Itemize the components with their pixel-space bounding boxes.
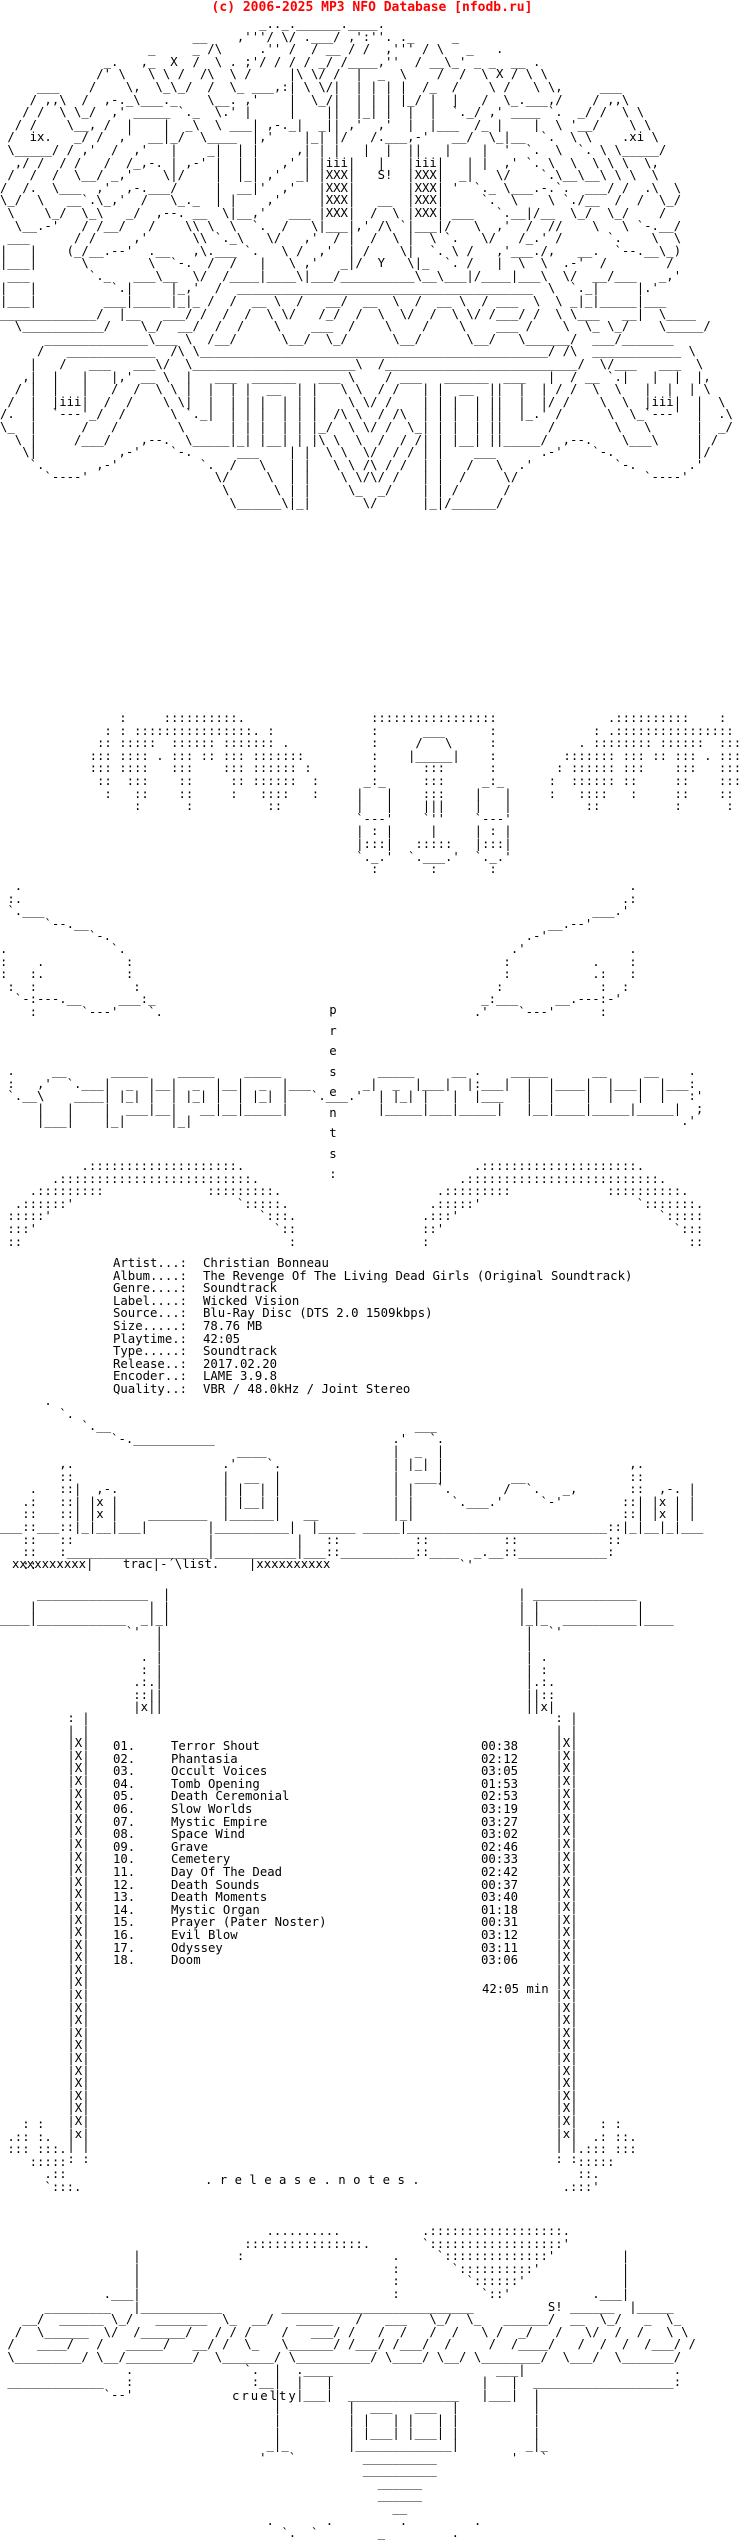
ascii-art-drape: : ::::::::::. ::::::::::::::::: .:::::::… [89,711,744,877]
ascii-art-wings: .::::::::::::::::::::. .::::::::::::::::… [7,1159,704,1249]
info-row-playtime: Playtime.:42:05 [113,1331,241,1346]
info-row-release: Release..:2017.02.20 [113,1356,278,1371]
ascii-art-right-column: : | | | |X| |X| |X| |X| |X| |X| |X| |X| … [555,1711,578,2166]
info-row-encoder: Encoder..:LAME 3.9.8 [113,1369,278,1384]
track-row: 15.Prayer (Pater Noster)00:31 [113,1915,519,1930]
nfo-database-header: (c) 2006-2025 MP3 NFO Database [nfodb.ru… [211,0,533,15]
release-notes-heading: . r e l e a s e . n o t e s . [205,2173,420,2187]
ascii-art-top: _.._.______.____. __ ,'''/ \/ .___/ ,':'… [0,17,733,510]
total-playtime: 42:05 min [482,1982,549,1996]
ascii-art-tracklist-box: _______________ | | ______________ | | |… [0,1587,674,1715]
cruelty-label: cruelty [232,2389,298,2403]
ascii-art-tracklist-frame: . `. `.__ ___ `-.___________ .' `. ____ … [0,1394,704,1572]
ascii-art-pro-row: . __ _____ _____ _____ _____ __ . _____ … [7,1064,704,1129]
info-row-label: Label....:Wicked Vision [113,1293,300,1308]
release-info: Artist...:Christian Bonneau Album....:Th… [113,1257,632,1396]
tracklist-heading: xxxxxxxxxx| trac|-´\list. |xxxxxxxxxx [12,1557,331,1571]
presents-vertical-text: p r e s e n t s : [329,1003,337,1181]
ascii-art-presents-frame: . . :. .: `.___ [0,879,637,1019]
info-row-artist: Artist...:Christian Bonneau [113,1256,329,1270]
info-row-album: Album....:The Revenge Of The Living Dead… [113,1268,633,1283]
info-row-genre: Genre....:Soundtrack [113,1281,278,1296]
ascii-art-left-column: : | | | |X| |X| |X| |X| |X| |X| |X| |X| … [67,1711,90,2166]
info-row-quality: Quality..:VBR / 48.0kHz / Joint Stereo [113,1381,411,1396]
info-row-type: Type.....:Soundtrack [113,1344,278,1359]
info-row-size: Size.....:78.76 MB [113,1318,263,1333]
ascii-art-cruelty-logo: .......... .::::::::::::::::::. ::::::::… [7,2224,696,2540]
info-row-source: Source...:Blu-Ray Disc (DTS 2.0 1509kbps… [113,1306,433,1321]
ascii-art-notes-frame: : : : : .:: :. .: ::. ::: :::. [7,2117,637,2194]
